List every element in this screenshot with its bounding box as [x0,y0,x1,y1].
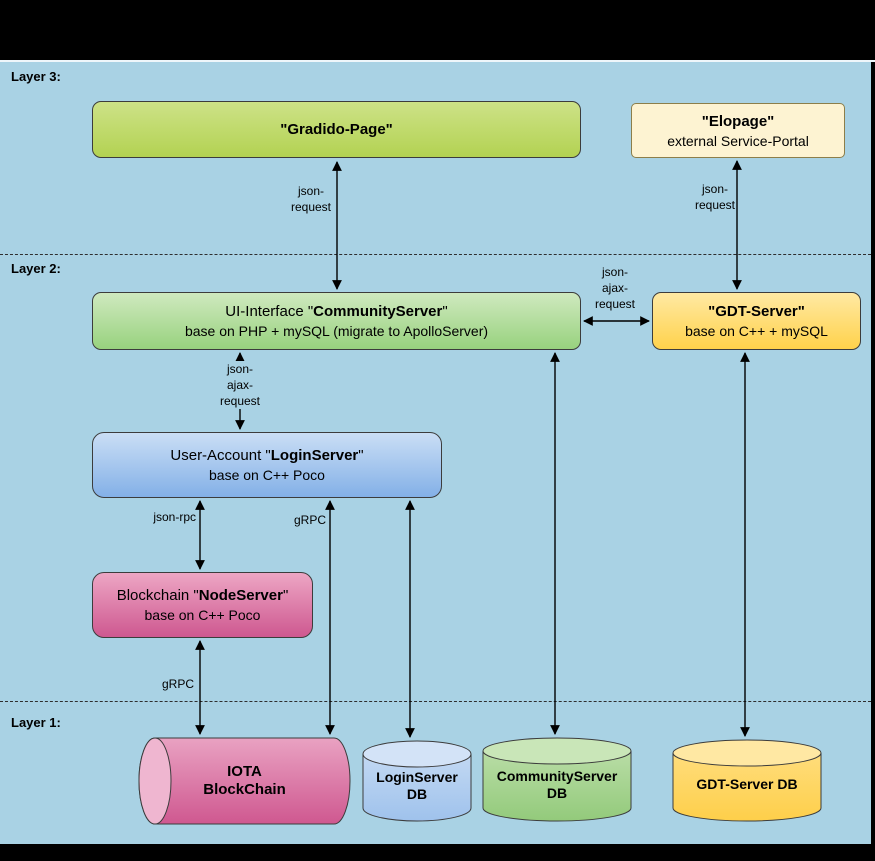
title-suffix: " [282,587,289,604]
node-gdt-server-db: GDT-Server DB [672,739,822,822]
title-bold: Gradido-Page [287,121,386,138]
edge-label-grpc-node-iota: gRPC [161,677,194,691]
community-server-db-label: CommunityServer DB [496,767,618,801]
gradido-page-title: "Gradido-Page" [280,119,393,140]
node-node-server: Blockchain "NodeServer" base on C++ Poco [92,572,313,638]
node-community-server: UI-Interface "CommunityServer" base on P… [92,292,581,350]
title-prefix: " [708,303,716,320]
gdt-server-subtitle: base on C++ + mySQL [685,323,828,339]
title-bold: GDT-Server [715,303,798,320]
edge-label-json-request-right: json- request [694,182,736,212]
title-bold: NodeServer [198,587,283,604]
edge-label-json-request-left: json- request [290,184,332,214]
cylinder-shape-login-db [362,740,472,822]
node-gradido-page: "Gradido-Page" [92,101,581,158]
node-gdt-server: "GDT-Server" base on C++ + mySQL [652,292,861,350]
title-suffix: " [358,447,364,464]
community-server-title: UI-Interface "CommunityServer" [225,301,447,322]
top-border-line [0,60,875,62]
layer-3-label: Layer 3: [11,69,61,84]
node-login-server-db: LoginServer DB [362,740,472,822]
title-prefix: UI-Interface " [225,303,314,320]
node-server-title: Blockchain "NodeServer" [117,585,289,606]
title-prefix: " [280,121,288,138]
title-suffix: " [442,303,448,320]
login-server-title: User-Account "LoginServer" [170,445,363,466]
title-bold: CommunityServer [313,303,443,320]
edge-label-json-rpc: json-rpc [153,510,196,524]
node-elopage: "Elopage" external Service-Portal [631,103,845,158]
node-community-server-db: CommunityServer DB [482,737,632,822]
cylinder-shape-iota [138,737,351,825]
community-server-subtitle: base on PHP + mySQL (migrate to ApolloSe… [184,323,489,339]
layer-1-label: Layer 1: [11,715,61,730]
title-suffix: " [797,303,805,320]
login-server-subtitle: base on C++ Poco [209,467,325,483]
cylinder-shape-gdt-db [672,739,822,822]
cylinder-shape-community-db [482,737,632,822]
edge-label-json-ajax-request-vertical: json- ajax- request [213,361,267,409]
title-prefix: Blockchain " [116,587,199,604]
layer-divider-3-2 [0,254,871,255]
node-login-server: User-Account "LoginServer" base on C++ P… [92,432,442,498]
gdt-server-db-label: GDT-Server DB [696,776,798,792]
edge-label-json-ajax-request-horizontal: json- ajax- request [594,265,636,311]
gdt-server-title: "GDT-Server" [708,301,805,322]
layer-2-label: Layer 2: [11,261,61,276]
node-server-subtitle: base on C++ Poco [144,607,261,623]
title-suffix: " [385,121,393,138]
node-iota-blockchain: IOTA BlockChain [138,737,351,825]
iota-blockchain-label: IOTA BlockChain [203,763,286,798]
elopage-subtitle: external Service-Portal [667,132,809,149]
login-server-db-label: LoginServer DB [376,769,458,802]
elopage-title: "Elopage" [701,112,775,130]
edge-label-grpc-login-iota: gRPC [293,513,326,527]
layer-divider-2-1 [0,701,871,702]
title-bold: LoginServer [270,447,359,464]
title-prefix: User-Account " [170,447,271,464]
